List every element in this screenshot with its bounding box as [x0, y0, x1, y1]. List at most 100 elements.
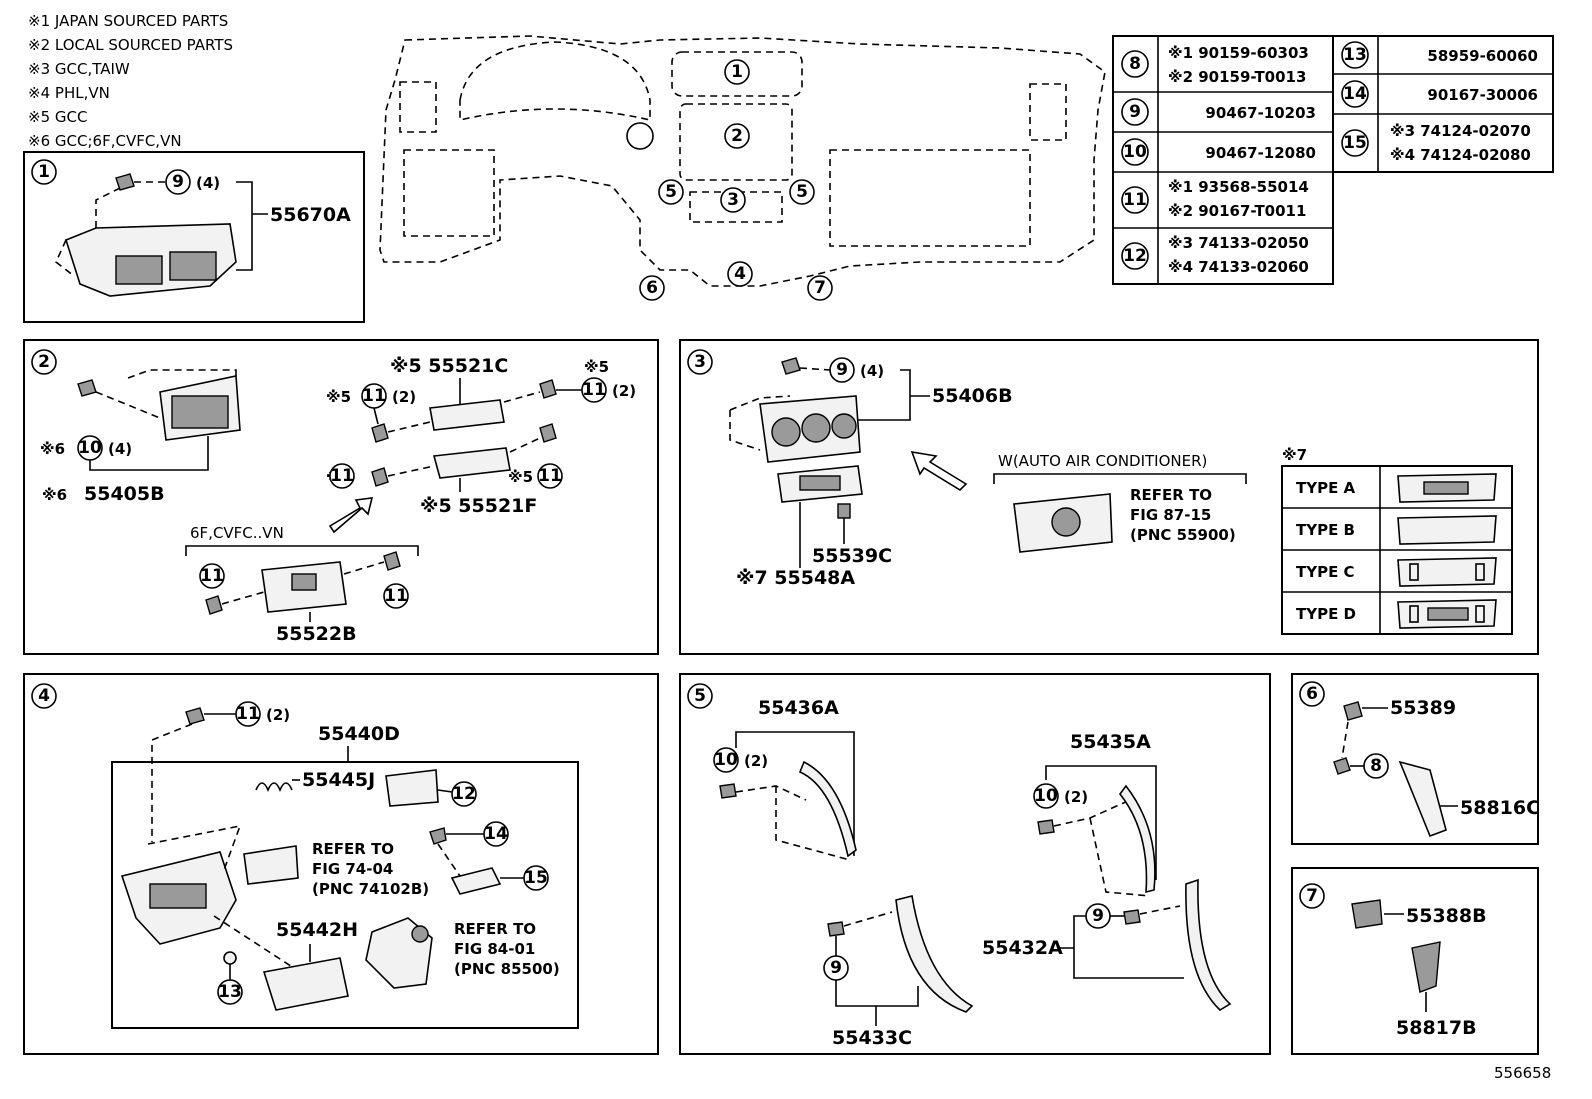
table-15-line2: ※4 74124-02080 — [1390, 146, 1531, 164]
install-dash-3 — [729, 395, 791, 451]
note-5: ※5 GCC — [28, 108, 87, 126]
callout-9-p5a: 9 — [830, 958, 842, 978]
callout-7: 7 — [814, 278, 826, 298]
callout-2: 2 — [731, 126, 743, 146]
dash-zone-2 — [679, 103, 793, 181]
cover-58817B — [1411, 941, 1441, 993]
part-58816C: 58816C — [1460, 797, 1540, 819]
screw-11d — [371, 467, 389, 487]
screw-11e — [205, 595, 223, 615]
qty-2a: (2) — [612, 382, 636, 400]
table-ref-14: 14 — [1343, 84, 1367, 104]
label-auto-ac: W(AUTO AIR CONDITIONER) — [998, 452, 1207, 470]
cluster-opening — [171, 395, 229, 429]
table-12-line2: ※4 74133-02060 — [1168, 258, 1309, 276]
qty-2-p5b: (2) — [1064, 788, 1088, 806]
switch-74102B — [243, 845, 299, 885]
part-55433C: 55433C — [832, 1027, 912, 1049]
table-ref-8: 8 — [1129, 54, 1141, 74]
note-1: ※1 JAPAN SOURCED PARTS — [28, 12, 228, 30]
screw-8 — [1333, 757, 1351, 775]
arrow-2 — [328, 497, 374, 534]
part-55548A: ※7 55548A — [736, 567, 855, 589]
callout-11e: 11 — [200, 566, 224, 586]
part-58817B: 58817B — [1396, 1017, 1477, 1039]
panel-4: 4 11 (2) 55440D 55445J 12 REFER TO FIG 7… — [23, 673, 659, 1055]
refer2-1: REFER TO — [454, 920, 536, 938]
screw-11b — [371, 423, 389, 443]
install-dash-1 — [55, 187, 121, 277]
part-55435A: 55435A — [1070, 731, 1151, 753]
part-55440D: 55440D — [318, 723, 400, 745]
table-ref-12: 12 — [1123, 246, 1147, 266]
part-table-left: 8 ※1 90159-60303 ※2 90159-T0013 9 90467-… — [1112, 35, 1334, 285]
clip-9-p3 — [781, 357, 801, 375]
table-12-line1: ※3 74133-02050 — [1168, 234, 1309, 252]
callout-14: 14 — [484, 824, 508, 844]
screw-14 — [429, 827, 447, 845]
callout-5a: 5 — [665, 182, 677, 202]
switch-55521C — [429, 399, 505, 431]
callout-11f: 11 — [384, 586, 408, 606]
callout-12: 12 — [452, 784, 476, 804]
callout-11a: 11 — [582, 380, 606, 400]
install-dash-5a — [735, 785, 851, 861]
note-5-mark-a: ※5 — [584, 358, 609, 376]
install-dash-2 — [95, 369, 237, 419]
clip-9-p5b — [1123, 909, 1141, 925]
callout-9-p3: 9 — [836, 360, 848, 380]
part-55445J: 55445J — [302, 769, 375, 791]
table-13-line1: 58959-60060 — [1427, 47, 1538, 65]
bracket-auto-ac — [993, 473, 1247, 484]
part-55521C: ※5 55521C — [390, 355, 508, 377]
bracket-15 — [450, 867, 502, 895]
vent-grille-left — [115, 255, 163, 285]
table-8-line2: ※2 90159-T0013 — [1168, 68, 1306, 86]
callout-10-p5a: 10 — [714, 750, 738, 770]
panel-1-number: 1 — [38, 162, 50, 182]
leader-55405B — [89, 436, 209, 471]
leader-55433C — [835, 980, 919, 1007]
part-55389: 55389 — [1390, 697, 1456, 719]
note-3: ※3 GCC,TAIW — [28, 60, 130, 78]
dash-lower-left — [403, 149, 495, 237]
callout-9-p5b: 9 — [1092, 906, 1104, 926]
note-7-mark: ※7 — [1282, 446, 1307, 464]
qty-2-p5a: (2) — [744, 752, 768, 770]
sub-label-6f: 6F,CVFC..VN — [190, 524, 284, 542]
part-55442H: 55442H — [276, 919, 358, 941]
panel-6-number: 6 — [1306, 684, 1318, 704]
panel-3: 3 9 (4) 55406B 55539C ※7 55548A W(AUTO A… — [679, 339, 1539, 655]
note-6: ※6 GCC;6F,CVFC,VN — [28, 132, 182, 150]
table-ref-13: 13 — [1343, 45, 1367, 65]
table-11-line1: ※1 93568-55014 — [1168, 178, 1309, 196]
panel-7: 7 55388B 58817B — [1291, 867, 1539, 1055]
note-4: ※4 PHL,VN — [28, 84, 110, 102]
table-10-line1: 90467-12080 — [1205, 144, 1316, 162]
leader-55436A — [735, 731, 855, 856]
arrow-3 — [910, 450, 968, 492]
dash-cluster-hood — [459, 41, 651, 122]
note-5-mark-b: ※5 — [326, 388, 351, 406]
part-55521F: ※5 55521F — [420, 495, 537, 517]
panel-2-number: 2 — [38, 352, 50, 372]
panel-6: 6 55389 8 58816C — [1291, 673, 1540, 845]
callout-4: 4 — [734, 264, 746, 284]
spring-55445J — [255, 782, 293, 793]
auto-ac-knob — [1051, 507, 1081, 537]
figure-id: 556658 — [1494, 1064, 1551, 1082]
note-5-mark-d: ※5 — [508, 468, 533, 486]
dash-knob — [626, 122, 654, 150]
dashboard-overview: 1 2 3 4 5 5 6 7 — [379, 35, 1106, 301]
part-55539C-icon — [837, 503, 851, 519]
clip-55388B — [1351, 899, 1383, 929]
callout-10-p5b: 10 — [1034, 786, 1058, 806]
table-15-line1: ※3 74124-02070 — [1390, 122, 1531, 140]
note-6-mark-b: ※6 — [42, 486, 67, 504]
table-9-line1: 90467-10203 — [1205, 104, 1316, 122]
dash-glovebox — [829, 149, 1031, 247]
knob-right — [831, 413, 857, 439]
table-ref-15: 15 — [1343, 133, 1367, 153]
clip-13 — [223, 951, 237, 965]
